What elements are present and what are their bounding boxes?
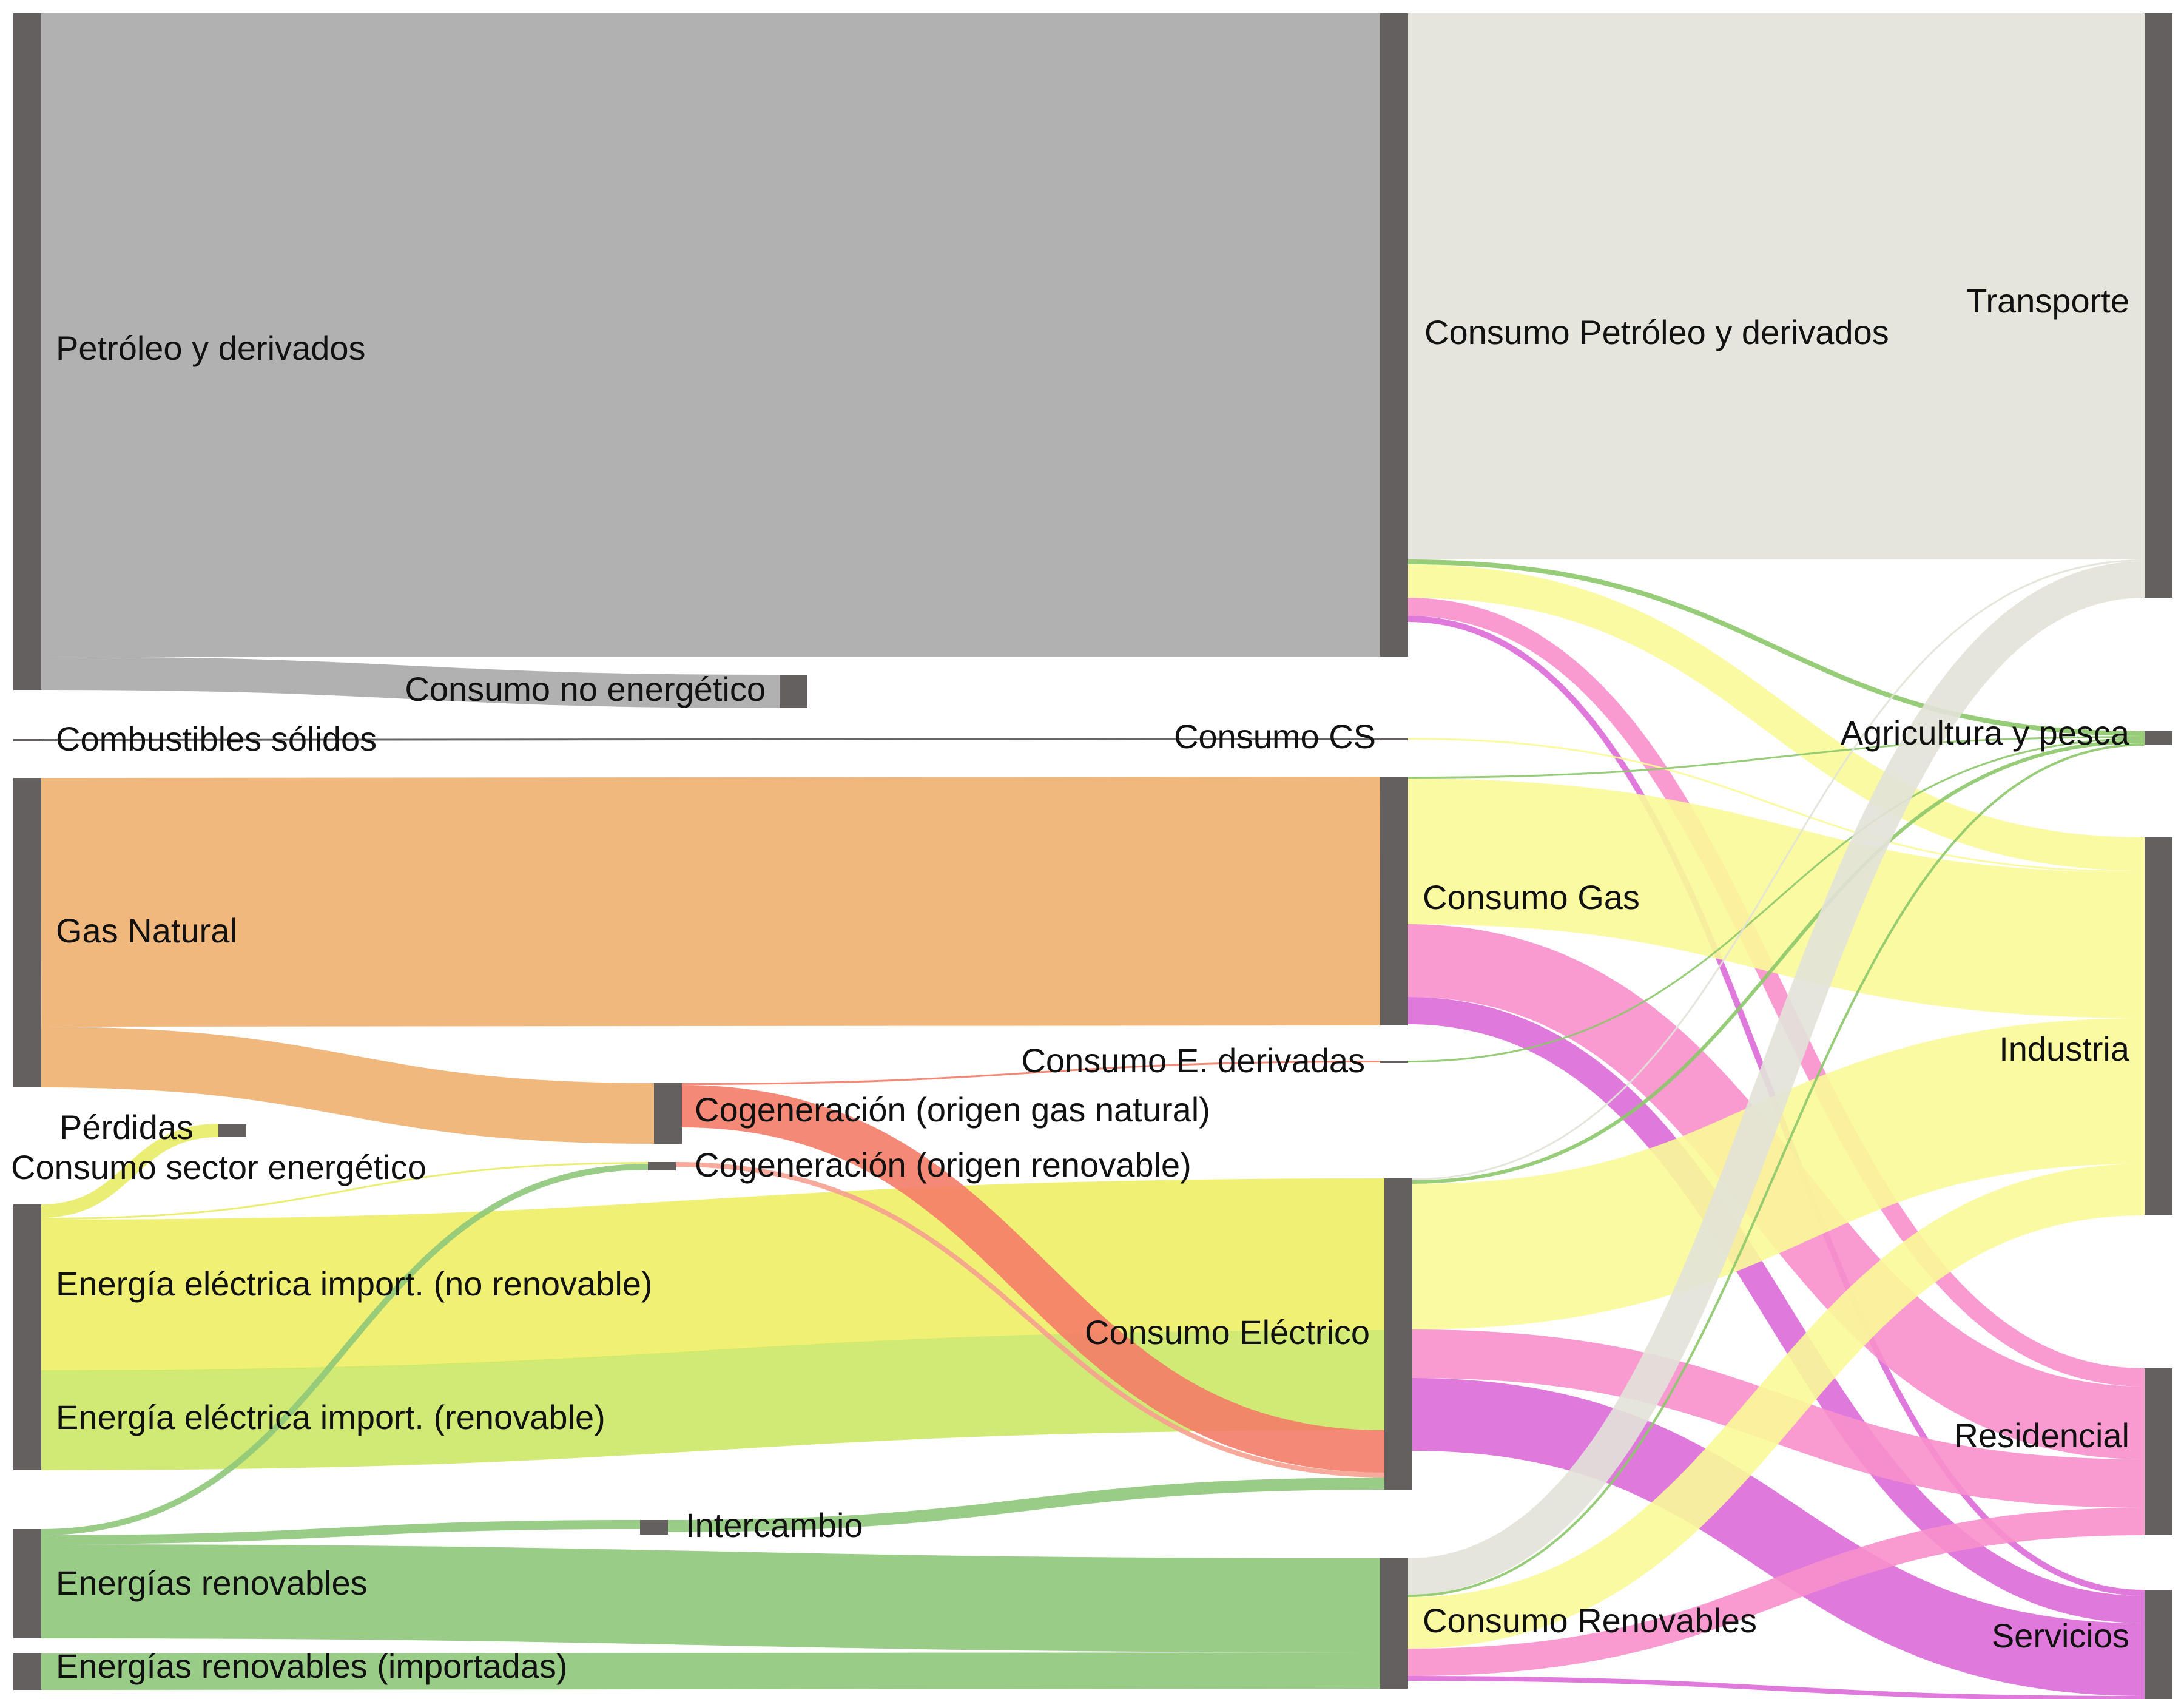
- sankey-node-cons_electrico: [1384, 1178, 1412, 1490]
- sankey-node-residencial: [2145, 1368, 2172, 1535]
- sankey-label-comb_solidos: Combustibles sólidos: [56, 720, 377, 758]
- sankey-link-petroleo-no_energetico: [41, 657, 780, 708]
- sankey-node-transporte: [2145, 13, 2172, 598]
- sankey-label-renov_import: Energías renovables (importadas): [56, 1647, 568, 1685]
- sankey-label-agricultura: Agricultura y pesca: [1841, 714, 2130, 752]
- sankey-link-cons_renov-industria: [1407, 1164, 2145, 1649]
- sankey-label-residencial: Residencial: [1954, 1416, 2130, 1454]
- sankey-link-gas-cons_gas: [41, 777, 1381, 1027]
- sankey-links: [41, 13, 2145, 1699]
- sankey-node-cogen_renov: [648, 1162, 676, 1170]
- sankey-link-cons_cs-industria: [1407, 738, 2145, 873]
- sankey-link-cons_renov-servicios: [1407, 1676, 2145, 1699]
- sankey-link-cogen_gas-cons_ederiv: [681, 1061, 1381, 1085]
- sankey-link-cons_ederiv-agricultura: [1407, 738, 2145, 1062]
- sankey-label-industria: Industria: [1999, 1030, 2130, 1068]
- sankey-label-cons_ederiv: Consumo E. derivadas: [1021, 1041, 1365, 1079]
- sankey-node-renovables: [13, 1529, 41, 1638]
- sankey-link-gas-cogen_gas: [41, 1027, 655, 1144]
- sankey-link-renovables-intercambio: [41, 1520, 641, 1544]
- sankey-link-ee_norenov-cons_electrico: [41, 1178, 1385, 1371]
- sankey-node-agricultura: [2145, 731, 2172, 745]
- sankey-node-gas: [13, 778, 41, 1087]
- sankey-label-cons_cs: Consumo CS: [1174, 717, 1376, 755]
- sankey-label-servicios: Servicios: [1992, 1616, 2129, 1655]
- sankey-node-cons_cs: [1380, 738, 1408, 740]
- sankey-label-gas: Gas Natural: [56, 911, 237, 950]
- sankey-link-cons_gas-agricultura: [1407, 736, 2145, 779]
- sankey-link-cons_electrico-industria: [1412, 1018, 2145, 1329]
- sankey-node-cogen_gas: [654, 1083, 682, 1144]
- sankey-link-cons_electrico-agricultura: [1412, 740, 2145, 1184]
- sankey-node-comb_solidos: [13, 739, 41, 741]
- sankey-label-cogen_gas: Cogeneración (origen gas natural): [695, 1090, 1210, 1129]
- sankey-node-perdidas: [218, 1124, 246, 1137]
- sankey-link-cogen_gas-cons_electrico: [681, 1085, 1385, 1473]
- sankey-link-cons_gas-industria: [1407, 779, 2145, 1018]
- sankey-node-servicios: [2145, 1590, 2172, 1699]
- sankey-label-renovables: Energías renovables: [56, 1564, 368, 1602]
- sankey-link-renovables-cogen_renov: [41, 1164, 649, 1535]
- sankey-link-cons_renov-agricultura: [1407, 743, 2145, 1597]
- sankey-label-no_energetico: Consumo no energético: [405, 670, 766, 708]
- sankey-node-ee_renov: [13, 1370, 41, 1470]
- sankey-link-intercambio-cons_electrico: [667, 1478, 1385, 1532]
- sankey-node-ee_norenov: [13, 1220, 41, 1371]
- sankey-nodes: [13, 13, 2172, 1699]
- sankey-label-cons_petroleo: Consumo Petróleo y derivados: [1424, 313, 1889, 351]
- sankey-label-ee_norenov: Energía eléctrica import. (no renovable): [56, 1265, 653, 1303]
- sankey-node-cons_gas: [1380, 777, 1408, 1025]
- sankey-link-cogen_renov-cons_electrico: [675, 1162, 1385, 1478]
- sankey-label-cons_gas: Consumo Gas: [1423, 878, 1640, 916]
- sankey-link-cons_renov-transporte: [1407, 561, 2145, 1595]
- sankey-label-perdidas: Pérdidas: [59, 1108, 194, 1146]
- sankey-link-cons_petroleo-industria: [1407, 564, 2145, 871]
- sankey-link-cons_petroleo-residencial: [1407, 598, 2145, 1387]
- sankey-label-cons_electrico: Consumo Eléctrico: [1085, 1313, 1370, 1351]
- sankey-link-cons_renov-residencial: [1407, 1508, 2145, 1676]
- sankey-node-cons_ederiv: [1380, 1061, 1408, 1063]
- sankey-label-cogen_renov: Cogeneración (origen renovable): [695, 1146, 1191, 1184]
- sankey-label-transporte: Transporte: [1966, 282, 2129, 320]
- sankey-link-comb_solidos-cons_cs: [41, 738, 1381, 741]
- sankey-link-cons_petroleo-agricultura: [1407, 559, 2145, 736]
- sankey-link-cons_sector-perdidas: [41, 1124, 219, 1218]
- sankey-label-petroleo: Petróleo y derivados: [56, 329, 366, 367]
- sankey-link-cons_sector-cogen_renov: [41, 1162, 649, 1220]
- sankey-label-cons_sector: Consumo sector energético: [11, 1148, 426, 1186]
- sankey-node-intercambio: [640, 1520, 668, 1535]
- sankey-link-renov_import-cons_renov: [41, 1652, 1381, 1690]
- sankey-link-renovables-cons_renov: [41, 1544, 1381, 1652]
- sankey-node-renov_import: [13, 1653, 41, 1690]
- sankey-node-no_energetico: [780, 675, 807, 708]
- sankey-node-industria: [2145, 837, 2172, 1215]
- sankey-label-ee_renov: Energía eléctrica import. (renovable): [56, 1398, 605, 1436]
- sankey-label-cons_renov: Consumo Renovables: [1423, 1601, 1757, 1640]
- sankey-label-intercambio: Intercambio: [686, 1506, 863, 1544]
- sankey-link-cons_electrico-transporte: [1412, 559, 2145, 1180]
- sankey-link-cons_gas-servicios: [1407, 997, 2145, 1623]
- sankey-link-cons_electrico-servicios: [1412, 1378, 2145, 1696]
- sankey-node-cons_renov: [1380, 1558, 1408, 1689]
- sankey-node-cons_petroleo: [1380, 13, 1408, 657]
- sankey-node-petroleo: [13, 13, 41, 690]
